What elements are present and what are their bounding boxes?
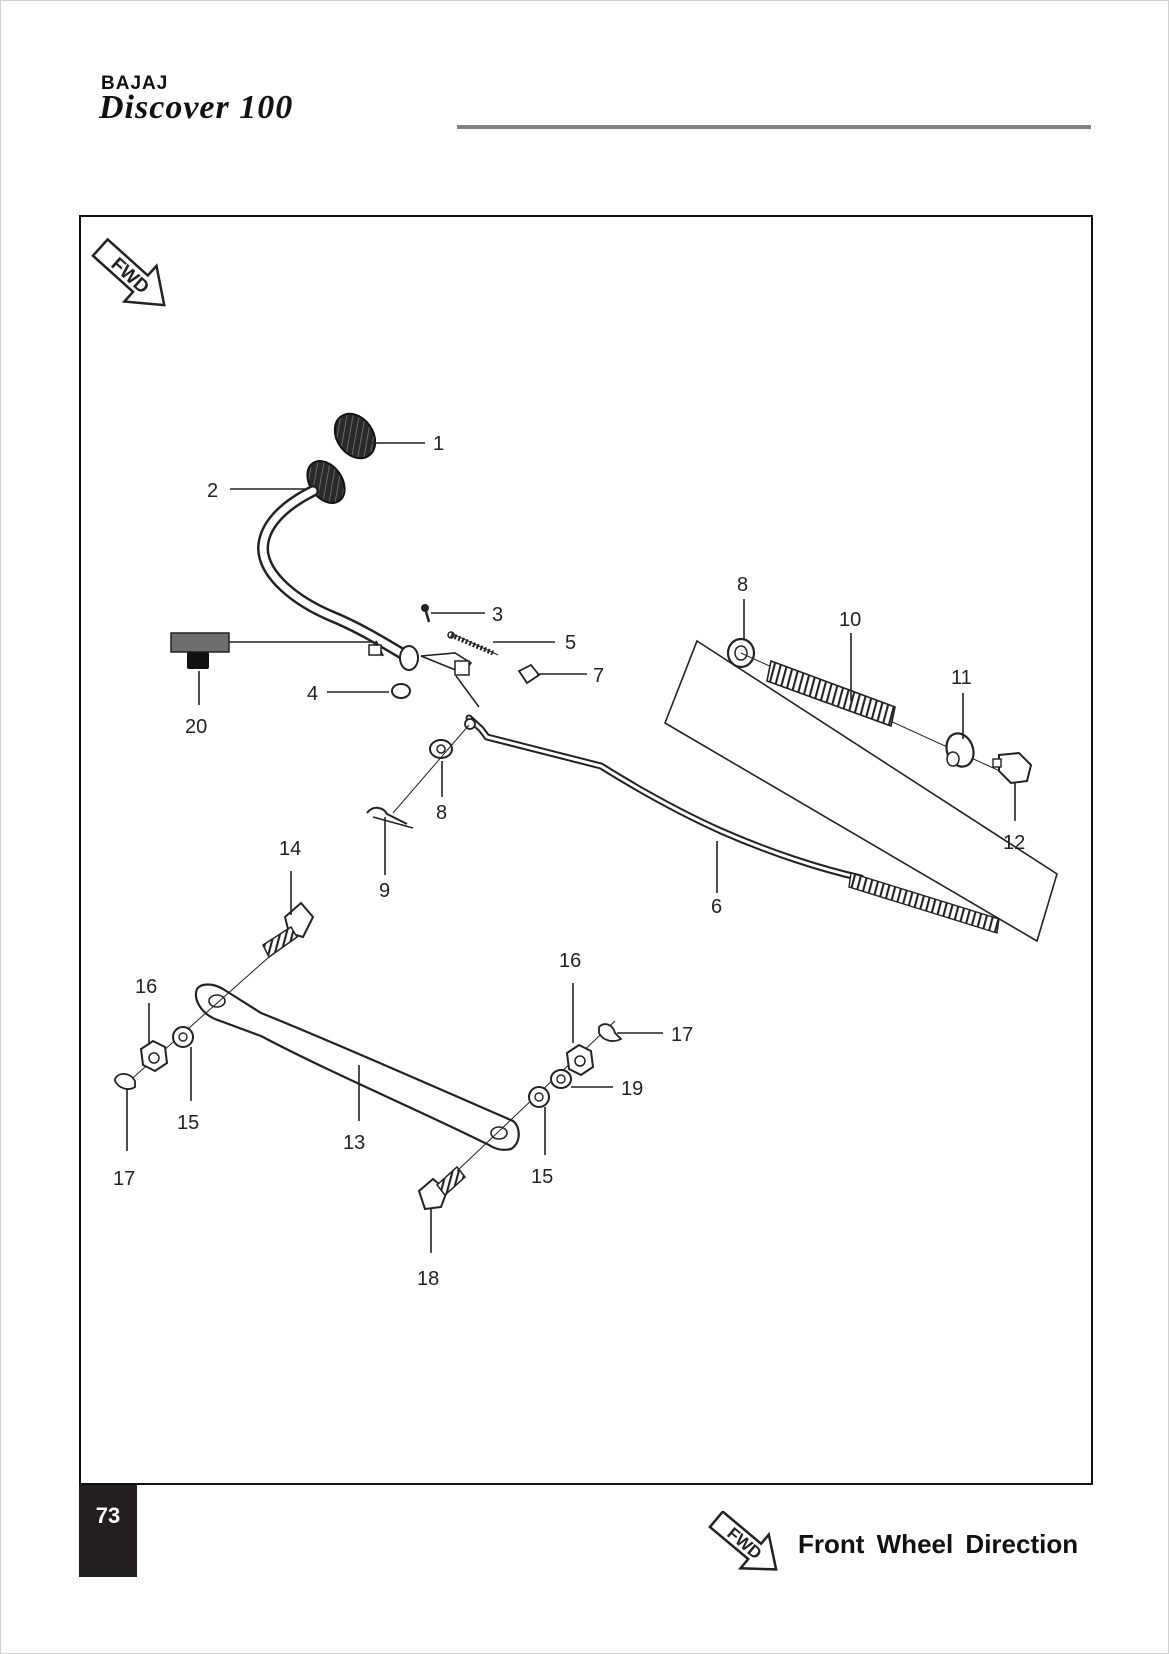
- fwd-legend-arrow-icon: FWD: [708, 1511, 778, 1571]
- callout-2: 2: [207, 480, 218, 502]
- callout-18: 18: [417, 1268, 439, 1290]
- page-number: 73: [79, 1485, 137, 1577]
- callout-20: 20: [185, 716, 207, 738]
- callout-16-right: 16: [559, 950, 581, 972]
- callout-12: 12: [1003, 832, 1025, 854]
- brand-logo: BAJAJ Discover 100: [99, 73, 293, 127]
- brand-maker: BAJAJ: [101, 73, 169, 94]
- callout-3: 3: [492, 604, 503, 626]
- callout-15-right: 15: [531, 1166, 553, 1188]
- header-rule: [457, 125, 1091, 129]
- callout-19: 19: [621, 1078, 643, 1100]
- callout-6: 6: [711, 896, 722, 918]
- callout-5: 5: [565, 632, 576, 654]
- callout-17-left: 17: [113, 1168, 135, 1190]
- callout-4: 4: [307, 683, 318, 705]
- callout-15-left: 15: [177, 1112, 199, 1134]
- callout-14: 14: [279, 838, 301, 860]
- brake-rod: [366, 714, 1000, 934]
- callout-1: 1: [433, 433, 444, 455]
- diagram-frame: [79, 215, 1093, 1485]
- callout-7: 7: [593, 665, 604, 687]
- fwd-arrow-icon: FWD: [91, 237, 166, 307]
- callout-8-lower: 8: [436, 802, 447, 824]
- callout-13: 13: [343, 1132, 365, 1154]
- callout-9: 9: [379, 880, 390, 902]
- brake-rod-adjuster-kit: [664, 637, 1058, 943]
- brand-model: Discover 100: [99, 89, 294, 126]
- callout-11: 11: [951, 667, 972, 689]
- callout-labels: 1 2 3 4 5 6 7 8 8 9 10 11 12 13 14 15 15…: [113, 433, 1025, 1290]
- callout-17-right: 17: [671, 1024, 693, 1046]
- callout-8-upper: 8: [737, 574, 748, 596]
- callout-16-left: 16: [135, 976, 157, 998]
- brake-pedal-assembly: [170, 412, 541, 708]
- brake-link-assembly: [114, 901, 623, 1211]
- front-wheel-direction-legend: Front Wheel Direction: [798, 1529, 1079, 1559]
- leader-lines: [126, 442, 1016, 1253]
- callout-10: 10: [839, 609, 861, 631]
